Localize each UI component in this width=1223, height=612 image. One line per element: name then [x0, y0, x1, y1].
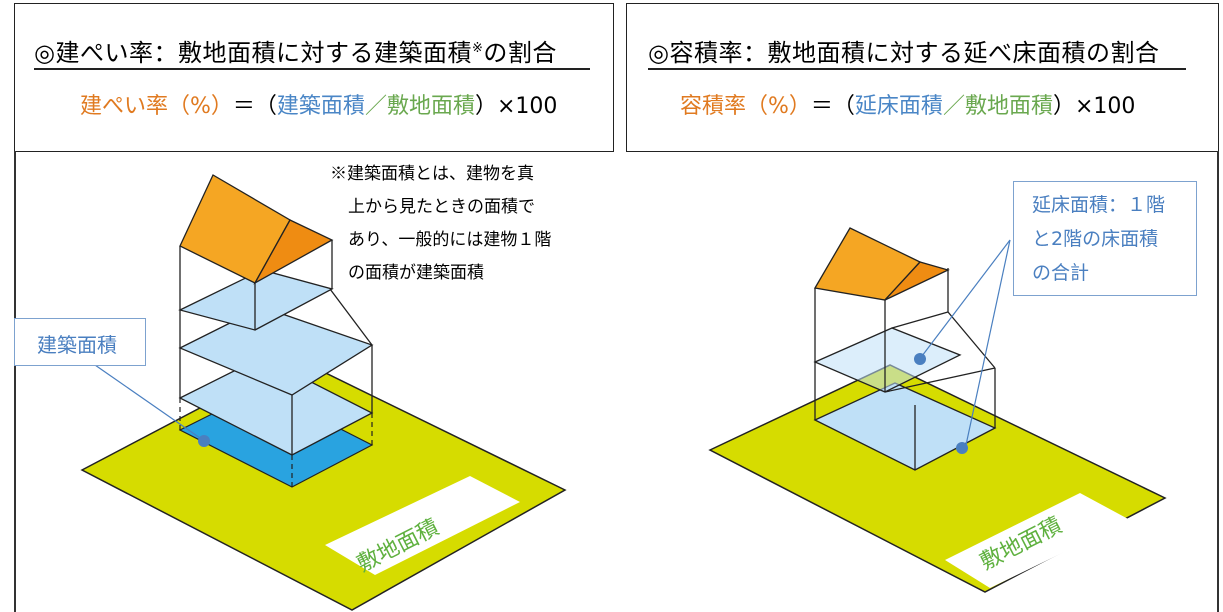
floor-area-ratio-formula: 容積率（%）＝（延床面積／敷地面積）×100 — [680, 94, 1136, 119]
callout-dot-left — [198, 435, 210, 447]
building-coverage-formula-box — [14, 3, 614, 152]
total-floor-area-callout: 延床面積：１階 と2階の床面積 の合計 — [1013, 181, 1197, 296]
callout-pointer-left — [94, 364, 201, 439]
building-coverage-formula: 建ぺい率（%）＝（建築面積／敷地面積）×100 — [80, 94, 558, 119]
callout-dot-right-2 — [956, 442, 968, 454]
callout-dot-right-1 — [914, 353, 926, 365]
second-floor-left — [178, 240, 373, 348]
callout-pointer-right-1 — [921, 239, 1011, 357]
site-area-right — [708, 364, 1167, 593]
site-label-plate-right — [945, 493, 1130, 588]
roof-side-right — [884, 261, 950, 301]
floor-area-ratio-formula-box — [626, 3, 1219, 152]
heading-underline — [648, 68, 1186, 70]
second-floor-right — [814, 268, 996, 369]
roof-side-left — [253, 219, 334, 285]
site-label-plate-left — [325, 476, 520, 575]
building-area-footnote: ※建築面積とは、建物を真 上から見たときの面積で あり、一般的には建物１階 の面… — [330, 164, 552, 283]
frame-right-line — [1217, 151, 1219, 612]
first-floor-left — [178, 306, 374, 456]
frame-left-line — [14, 151, 16, 612]
first-floor-right — [813, 300, 997, 471]
heading-underline — [34, 68, 590, 70]
floor-area-ratio-heading: ◎容積率：敷地面積に対する延べ床面積の割合 — [648, 39, 1160, 67]
building-area-callout: 建築面積 — [14, 318, 146, 366]
building-coverage-heading: ◎建ぺい率：敷地面積に対する建築面積※の割合 — [34, 39, 557, 67]
heading-footnote-mark: ※ — [471, 41, 484, 56]
callout-pointer-right-2 — [965, 239, 1011, 446]
